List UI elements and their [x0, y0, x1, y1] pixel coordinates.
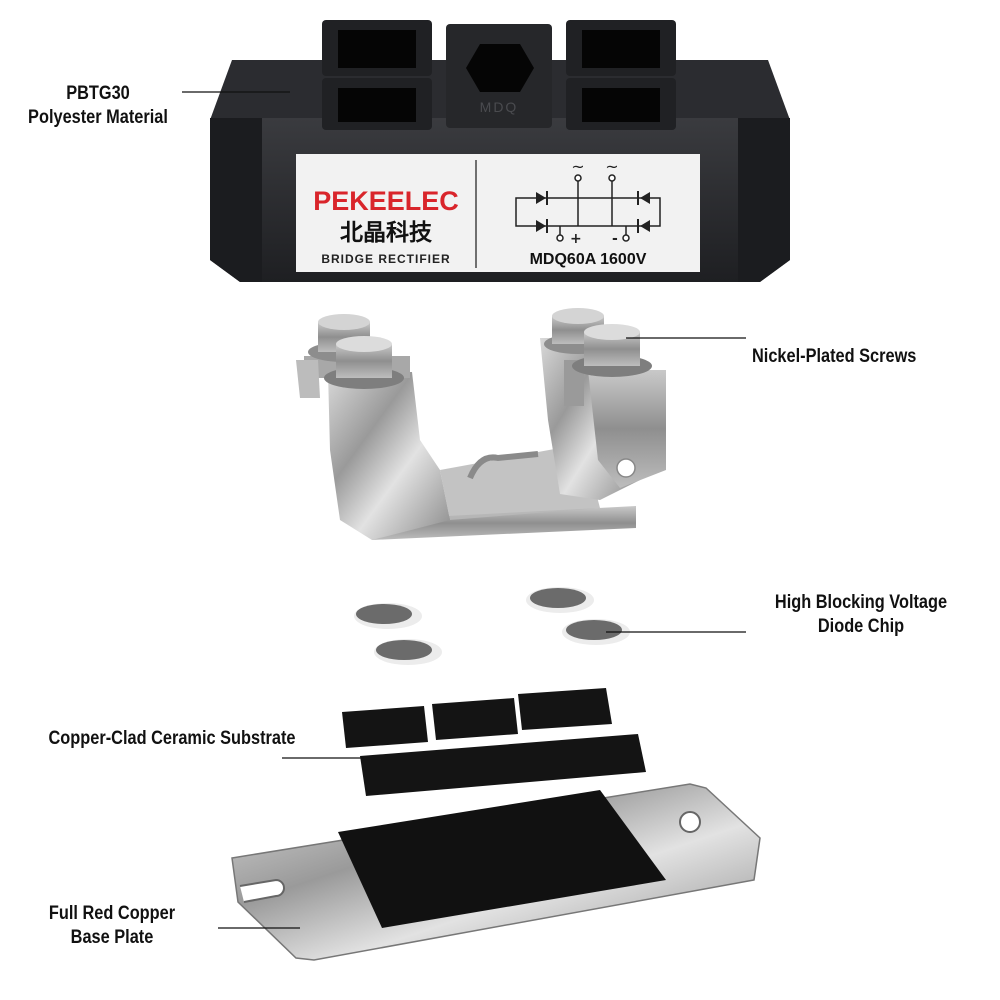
callout-housing-line-2: Polyester Material [28, 107, 168, 128]
base-plate [231, 783, 761, 961]
brand-chinese: 北晶科技 [340, 220, 433, 246]
callout-screws-line-1: Nickel-Plated Screws [752, 346, 917, 367]
rectifier-module: MDQ PEKEELEC 北晶科技 BRIDGE RECTIFIER ~ ~ + [210, 20, 790, 282]
callout-housing: PBTG30 Polyester Material [22, 82, 173, 130]
callout-baseplate-line-2: Base Plate [70, 927, 154, 948]
ac-symbol-left: ~ [571, 157, 584, 176]
ac-symbol-right: ~ [605, 157, 618, 176]
minus-symbol: - [612, 231, 618, 247]
emboss-text: MDQ [480, 99, 519, 115]
callout-baseplate: Full Red Copper Base Plate [33, 902, 191, 950]
type-label: BRIDGE RECTIFIER [321, 252, 450, 266]
diode-chips [354, 587, 630, 665]
callout-substrate: Copper-Clad Ceramic Substrate [24, 727, 320, 751]
callout-chip: High Blocking Voltage Diode Chip [754, 591, 969, 639]
bridge-schematic [515, 174, 661, 242]
diode-symbols [536, 191, 650, 233]
module-label [296, 154, 700, 272]
leader-lines [182, 91, 746, 929]
screw-4 [572, 324, 652, 377]
callout-baseplate-line-1: Full Red Copper [48, 903, 176, 924]
callout-chip-line-2: Diode Chip [817, 616, 905, 637]
screw-2 [324, 336, 404, 389]
callout-housing-line-1: PBTG30 [66, 83, 130, 104]
model-label: MDQ60A 1600V [530, 251, 647, 268]
terminal-assembly [296, 308, 666, 540]
copper-clad-substrate [342, 688, 646, 796]
brand-logo: PEKEELEC [313, 186, 459, 216]
callout-screws: Nickel-Plated Screws [752, 345, 950, 369]
callout-substrate-line-1: Copper-Clad Ceramic Substrate [48, 728, 296, 749]
callout-chip-line-1: High Blocking Voltage [774, 592, 948, 613]
plus-symbol: + [570, 231, 582, 247]
